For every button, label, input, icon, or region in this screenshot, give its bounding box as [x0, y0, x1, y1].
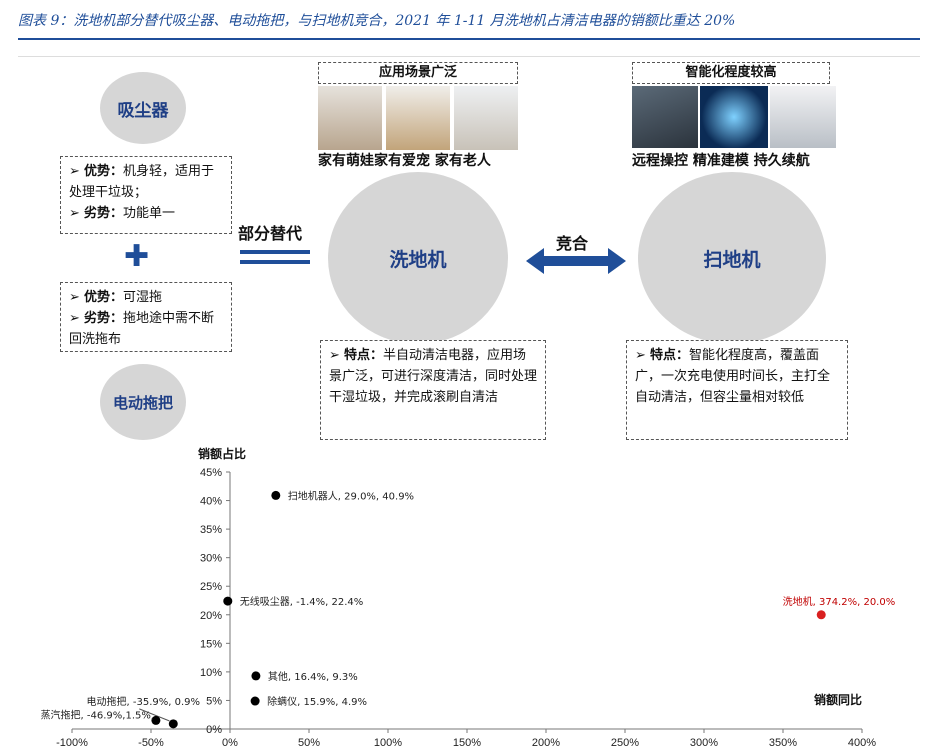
- smart-captions: 远程操控 精准建模 持久续航: [632, 150, 810, 170]
- caption-pet: 家有爱宠: [374, 153, 430, 169]
- battery-photo-icon: [770, 86, 836, 148]
- x-tick-label: 350%: [769, 737, 797, 749]
- y-tick-label: 30%: [200, 553, 222, 565]
- x-tick-label: 100%: [374, 737, 402, 749]
- data-point: [251, 671, 261, 681]
- double-arrow-icon: [526, 248, 626, 274]
- data-point-label: 无线吸尘器, -1.4%, 22.4%: [240, 595, 364, 608]
- x-axis-label: 销额同比: [814, 692, 862, 707]
- data-point-label: 洗地机, 374.2%, 20.0%: [783, 595, 896, 608]
- figure-caption: 图表 9：洗地机部分替代吸尘器、电动拖把，与扫地机竞合，2021 年 1-11 …: [18, 13, 736, 29]
- x-tick-label: 200%: [532, 737, 560, 749]
- y-tick-label: 20%: [200, 610, 222, 622]
- electric-mop-title: 电动拖把: [112, 393, 173, 412]
- scenario-photos: [318, 86, 518, 150]
- caption-endurance: 持久续航: [753, 153, 810, 169]
- caption-remote: 远程操控: [632, 153, 688, 169]
- caption-elderly: 家有老人: [434, 153, 491, 169]
- y-tick-label: 45%: [200, 467, 222, 479]
- chip-modeling-photo-icon: [700, 86, 768, 148]
- x-tick-label: -50%: [138, 737, 164, 749]
- equals-bottom-bar: [240, 260, 310, 264]
- robot-circle: 扫地机: [638, 172, 826, 344]
- mop-cons: ➢ 劣势：拖地途中需不断回洗拖布: [69, 311, 215, 347]
- leader-line: [139, 708, 170, 722]
- pet-photo-icon: [386, 86, 450, 150]
- y-tick-label: 15%: [200, 638, 222, 650]
- caption-baby: 家有萌娃: [318, 153, 374, 169]
- x-tick-label: 150%: [453, 737, 481, 749]
- data-point-label: 其他, 16.4%, 9.3%: [268, 670, 358, 683]
- x-tick-label: 250%: [611, 737, 639, 749]
- caption-rule: [18, 38, 920, 40]
- data-point-label: 蒸汽拖把, -46.9%,1.5%: [41, 708, 151, 721]
- elderly-photo-icon: [454, 86, 518, 150]
- vacuum-circle: 吸尘器: [100, 72, 186, 144]
- x-tick-label: -100%: [56, 737, 88, 749]
- electric-mop-circle: 电动拖把: [100, 364, 186, 440]
- washer-circle: 洗地机: [328, 172, 508, 344]
- data-point-label: 扫地机器人, 29.0%, 40.9%: [288, 489, 414, 502]
- baby-photo-icon: [318, 86, 382, 150]
- data-point: [271, 490, 281, 500]
- data-point-label: 电动拖把, -35.9%, 0.9%: [87, 695, 201, 708]
- caption-modeling: 精准建模: [692, 153, 749, 169]
- x-tick-label: 50%: [298, 737, 320, 749]
- equals-top-bar: [240, 250, 310, 254]
- washer-feature-box: ➢ 特点：半自动清洁电器，应用场景广泛，可进行深度清洁，同时处理干湿垃圾，并完成…: [320, 340, 546, 440]
- data-point: [250, 696, 260, 706]
- y-tick-label: 0%: [206, 724, 222, 736]
- smart-tag: 智能化程度较高: [632, 62, 830, 84]
- vacuum-title: 吸尘器: [117, 100, 169, 121]
- mop-pros: ➢ 优势：可湿拖: [69, 290, 163, 305]
- y-tick-label: 10%: [200, 667, 222, 679]
- phone-control-photo-icon: [632, 86, 698, 148]
- y-axis-label: 销额占比: [198, 446, 246, 461]
- x-tick-label: 300%: [690, 737, 718, 749]
- partial-replace-label: 部分替代: [238, 224, 303, 243]
- robot-feature-box: ➢ 特点：智能化程度高，覆盖面广，一次充电使用时间长，主打全自动清洁，但容尘量相…: [626, 340, 848, 440]
- y-tick-label: 5%: [206, 695, 222, 707]
- compete-label: 竞合: [556, 234, 589, 253]
- divider: [18, 56, 920, 57]
- robot-feature: ➢ 特点：智能化程度高，覆盖面广，一次充电使用时间长，主打全自动清洁，但容尘量相…: [635, 348, 831, 405]
- y-tick-label: 35%: [200, 524, 222, 536]
- data-point: [168, 719, 178, 729]
- x-tick-label: 0%: [222, 737, 238, 749]
- robot-title: 扫地机: [703, 248, 761, 271]
- mop-pros-cons-box: ➢ 优势：可湿拖 ➢ 劣势：拖地途中需不断回洗拖布: [60, 282, 232, 352]
- scatter-chart: 0% 5% 10% 15% 20% 25% 30% 35% 40% 45% -100% -50% 0%…: [41, 446, 896, 749]
- vacuum-cons: ➢ 劣势：功能单一: [69, 206, 176, 221]
- x-tick-label: 400%: [848, 737, 876, 749]
- data-point: [151, 715, 161, 725]
- vacuum-pros: ➢ 优势：机身轻，适用于处理干垃圾；: [69, 164, 215, 200]
- vacuum-pros-cons-box: ➢ 优势：机身轻，适用于处理干垃圾； ➢ 劣势：功能单一: [60, 156, 232, 234]
- data-point: [816, 610, 826, 620]
- scenario-captions: 家有萌娃家有爱宠 家有老人: [318, 150, 491, 170]
- smart-photos: [632, 86, 836, 148]
- y-tick-label: 40%: [200, 496, 222, 508]
- washer-feature: ➢ 特点：半自动清洁电器，应用场景广泛，可进行深度清洁，同时处理干湿垃圾，并完成…: [329, 348, 538, 405]
- data-point: [223, 596, 233, 606]
- plus-icon: ✚: [124, 239, 150, 274]
- scenario-tag: 应用场景广泛: [318, 62, 518, 84]
- washer-title: 洗地机: [389, 248, 447, 271]
- y-tick-label: 25%: [200, 581, 222, 593]
- data-point-label: 除螨仪, 15.9%, 4.9%: [267, 695, 367, 708]
